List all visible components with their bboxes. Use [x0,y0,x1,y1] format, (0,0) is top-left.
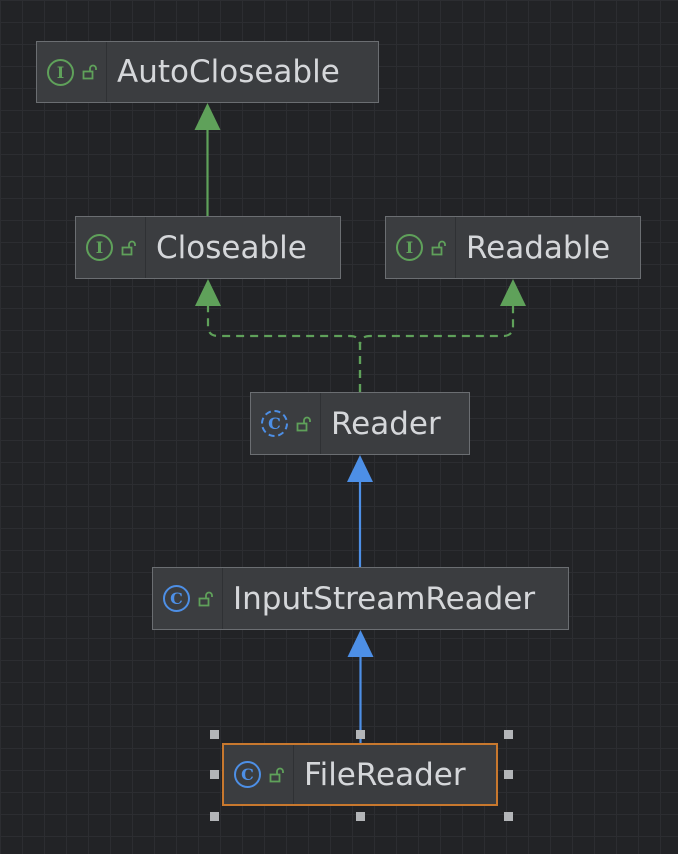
node-label: Closeable [156,229,307,266]
resize-handle-ne[interactable] [503,729,513,739]
resize-handle-sw[interactable] [209,811,219,821]
node-label: Readable [466,229,611,266]
node-closeable[interactable]: I Closeable [75,216,341,279]
unlocked-padlock-icon [198,591,214,607]
edge-closeable-to-autocloseable-arrowhead [194,103,221,130]
node-reader[interactable]: C Reader [250,392,470,455]
resize-handle-nw[interactable] [209,729,219,739]
unlocked-padlock-icon [296,416,312,432]
abstract-class-badge-icon: C [261,410,288,437]
class-badge-icon: C [234,761,261,788]
node-icons: I [37,42,107,102]
node-readable[interactable]: I Readable [385,216,641,279]
node-inputstreamreader[interactable]: C InputStreamReader [152,567,569,630]
node-icons: I [386,217,456,278]
node-icons: C [224,745,294,804]
edge-reader-to-closeable-arrowhead [195,279,221,306]
node-icons: I [76,217,146,278]
interface-badge-icon: I [396,234,423,261]
node-icons: C [153,568,223,629]
node-autocloseable[interactable]: I AutoCloseable [36,41,379,103]
interface-badge-icon: I [47,58,74,86]
unlocked-padlock-icon [121,240,137,256]
unlocked-padlock-icon [269,767,285,783]
node-label: FileReader [304,756,466,793]
class-badge-icon: C [163,585,190,612]
resize-handle-n[interactable] [355,729,365,739]
resize-handle-se[interactable] [503,811,513,821]
node-label: AutoCloseable [117,54,340,90]
resize-handle-s[interactable] [355,811,365,821]
edge-inputstreamreader-to-reader-arrowhead [347,455,373,482]
unlocked-padlock-icon [82,64,98,80]
edge-reader-to-readable-arrowhead [500,279,526,306]
node-icons: C [251,393,321,454]
resize-handle-w[interactable] [209,770,219,779]
edge-reader-to-closeable [206,306,362,392]
node-filereader[interactable]: C FileReader [222,743,498,806]
node-label: Reader [331,405,441,442]
interface-badge-icon: I [86,234,113,261]
resize-handle-e[interactable] [503,770,513,779]
node-label: InputStreamReader [233,580,536,617]
unlocked-padlock-icon [431,240,447,256]
edge-reader-to-readable [358,306,515,392]
edge-filereader-to-inputstreamreader-arrowhead [347,630,374,657]
